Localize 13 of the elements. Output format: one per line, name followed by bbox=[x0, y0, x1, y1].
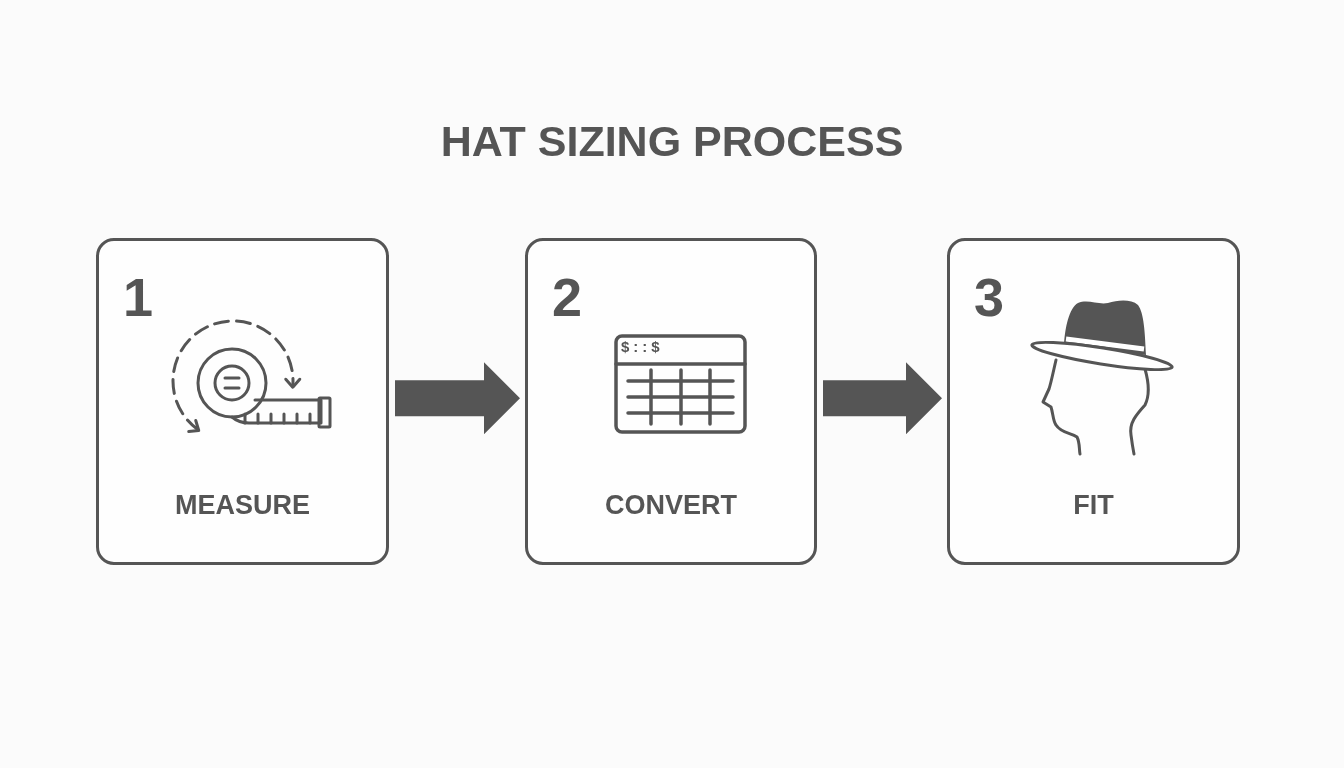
step-card bbox=[947, 238, 1240, 565]
step-label: FIT bbox=[1073, 492, 1114, 519]
step-card bbox=[96, 238, 389, 565]
cell-text: $::$ bbox=[621, 339, 664, 354]
arrow bbox=[395, 362, 520, 435]
step-number: 1 bbox=[123, 270, 154, 324]
step-label: CONVERT bbox=[605, 492, 737, 519]
step-card bbox=[525, 238, 817, 565]
step-number: 3 bbox=[974, 270, 1005, 324]
diagram-title: HAT SIZING PROCESS bbox=[440, 120, 904, 163]
step-number: 2 bbox=[552, 270, 583, 324]
arrow bbox=[823, 362, 942, 435]
step-label: MEASURE bbox=[175, 492, 310, 519]
